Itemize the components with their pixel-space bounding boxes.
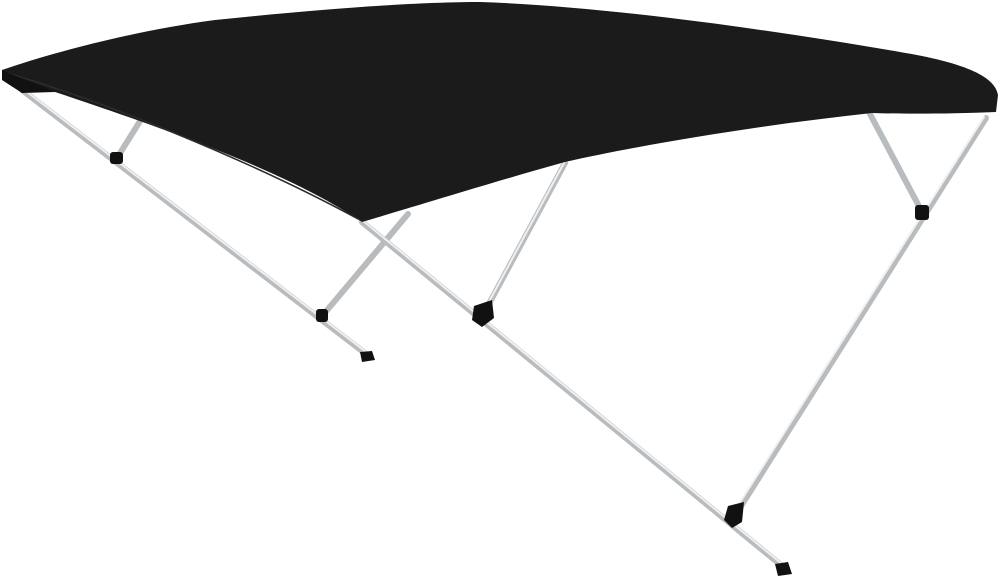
joint-fitting	[110, 152, 123, 164]
canopy	[2, 2, 998, 222]
joint-fitting	[472, 300, 494, 327]
fittings	[110, 152, 929, 576]
frame-pole-rear-left	[19, 87, 369, 357]
frame-strut-right	[867, 111, 924, 213]
frame-pole-main-diagonal	[359, 219, 785, 569]
foot-cap	[360, 351, 375, 362]
frame-pole-middle-left	[320, 211, 411, 318]
joint-fitting	[316, 309, 328, 322]
frame-strut-left	[114, 115, 145, 161]
frame-highlights	[21, 87, 985, 565]
joint-fitting	[724, 502, 744, 528]
canopy-side-flap	[2, 70, 55, 93]
canopy-seam	[3, 71, 361, 221]
foot-cap	[775, 562, 792, 576]
joint-fitting	[915, 205, 929, 220]
frame-pole-right	[733, 115, 989, 517]
